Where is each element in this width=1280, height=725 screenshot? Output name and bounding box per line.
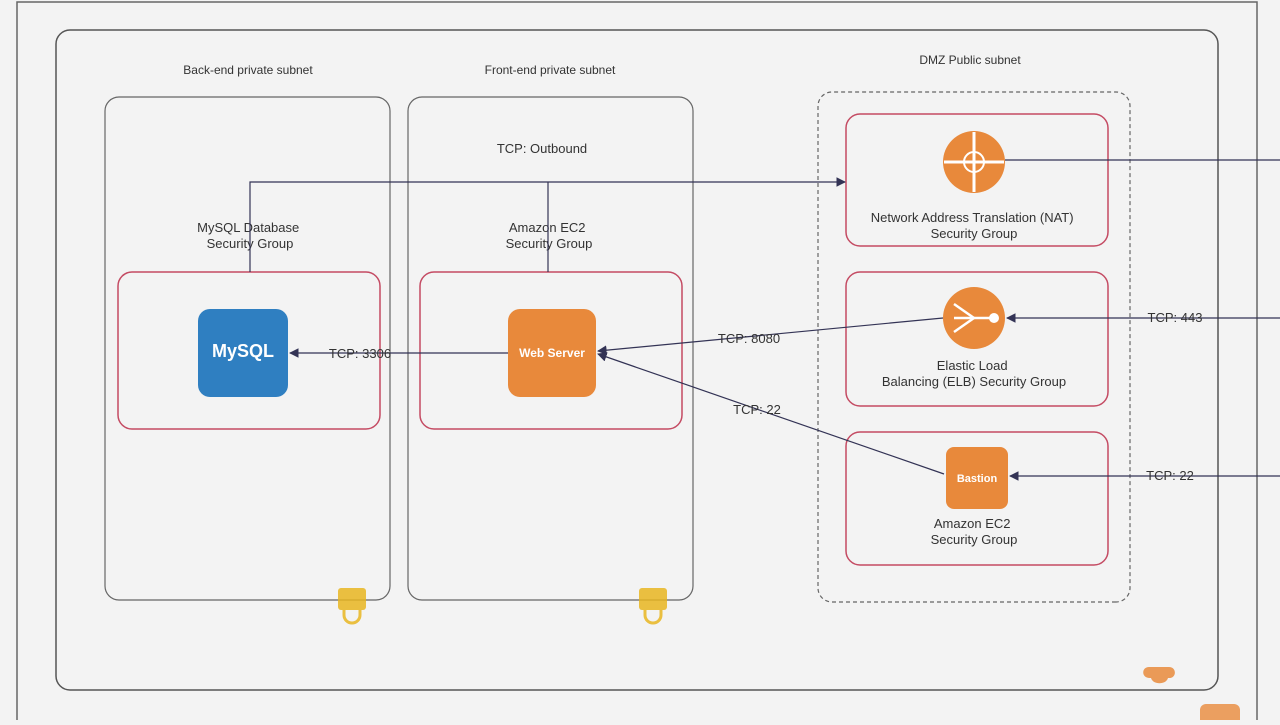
ec2-frontend-security-group bbox=[419, 271, 683, 430]
load-balancer-icon bbox=[943, 287, 1005, 349]
tcp-3306-label: TCP: 3306 bbox=[329, 346, 391, 361]
lock-icon bbox=[338, 588, 366, 625]
rotated-diagram: DMZ Public subnet Front-end private subn… bbox=[16, 1, 1280, 725]
web-server-icon: Web Server bbox=[508, 309, 596, 397]
mysql-security-group bbox=[117, 271, 381, 430]
tcp-22-external-label: TCP: 22 bbox=[1146, 468, 1194, 483]
outbound-to-nat-arrow bbox=[249, 177, 846, 272]
ec2-frontend-label: Amazon EC2 Security Group bbox=[506, 220, 593, 251]
frontend-outbound-note: TCP: Outbound bbox=[497, 141, 587, 156]
bastion-icon-text: Bastion bbox=[957, 473, 998, 485]
nat-security-group bbox=[845, 113, 1109, 247]
frontend-subnet-label: Front-end private subnet bbox=[485, 63, 616, 77]
ec2-dmz-label: Amazon EC2 Security Group bbox=[931, 516, 1018, 547]
frontend-subnet-box bbox=[407, 96, 694, 601]
elb-label: Elastic Load Balancing (ELB) Security Gr… bbox=[882, 358, 1066, 389]
lock-icon bbox=[639, 588, 667, 625]
mysql-icon: MySQL bbox=[198, 309, 288, 397]
nat-label: Network Address Translation (NAT) Securi… bbox=[871, 210, 1077, 241]
tcp-443-label: TCP: 443 bbox=[1148, 310, 1203, 325]
backend-subnet-box bbox=[104, 96, 391, 601]
tcp-8080-arrow bbox=[597, 317, 944, 355]
tcp-22-internal-arrow bbox=[597, 352, 945, 475]
internet-gateway-icon bbox=[1200, 704, 1240, 725]
elb-security-group bbox=[845, 271, 1109, 407]
nat-gateway-icon bbox=[943, 131, 1005, 193]
tcp-8080-label: TCP: 8080 bbox=[718, 331, 780, 346]
vpc-frame bbox=[55, 29, 1219, 691]
dmz-subnet-label: DMZ Public subnet bbox=[919, 53, 1021, 67]
backend-subnet-label: Back-end private subnet bbox=[183, 63, 313, 77]
dmz-subnet-box bbox=[817, 91, 1131, 603]
mysql-icon-text: MySQL bbox=[212, 341, 274, 361]
tcp-22-internal-label: TCP: 22 bbox=[733, 402, 781, 417]
ec2-dmz-security-group bbox=[845, 431, 1109, 566]
vpc-icon bbox=[1143, 667, 1175, 684]
bastion-host-icon: Bastion bbox=[946, 447, 1008, 509]
web-server-icon-text: Web Server bbox=[519, 346, 585, 360]
region-frame bbox=[16, 1, 1258, 725]
